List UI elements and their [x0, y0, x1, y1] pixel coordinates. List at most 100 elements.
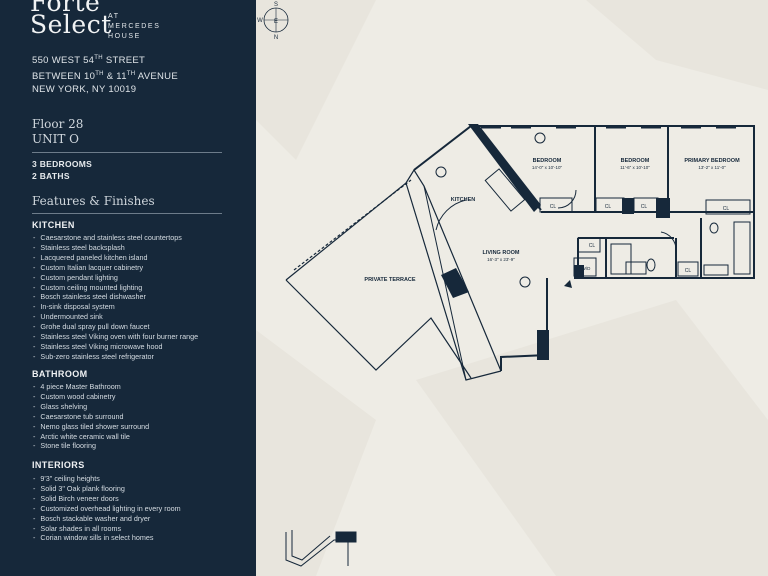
wd-closet — [573, 257, 597, 277]
closet-label: CL — [605, 204, 612, 210]
key-plan-highlight — [335, 531, 357, 543]
washer-dryer-label: W/D — [582, 266, 591, 271]
key-plan-outline — [291, 530, 331, 561]
bedroom2-dims: 11'-6" x 10'-10" — [620, 165, 650, 170]
column — [468, 124, 541, 212]
kitchen-counter — [484, 168, 526, 212]
fixtures — [435, 132, 751, 288]
divider — [32, 152, 222, 153]
entry-marker — [564, 280, 572, 288]
column — [574, 265, 584, 279]
kitchen-title: KITCHEN — [32, 220, 75, 230]
interiors-feature-item: Solar shades in all rooms — [33, 524, 181, 534]
interiors-feature-item: Solid 3" Oak plank flooring — [33, 484, 181, 494]
bathroom-title: BATHROOM — [32, 369, 88, 379]
address-city: NEW YORK, NY 10019 — [32, 84, 137, 96]
key-plan-outline — [285, 532, 349, 567]
kitchen-feature-item: Bosch stainless steel dishwasher — [33, 292, 198, 302]
interiors-feature-item: Customized overhead lighting in every ro… — [33, 504, 180, 514]
closet-label: CL — [685, 268, 692, 274]
address-street: 550 WEST 54TH STREET — [32, 55, 146, 67]
column — [441, 268, 469, 298]
closet-label: CL — [589, 243, 596, 249]
features-title: Features & Finishes — [32, 194, 155, 208]
light-fixture — [534, 132, 546, 144]
bedroom1-label: BEDROOM — [533, 158, 562, 164]
divider — [32, 213, 222, 214]
closet — [539, 197, 573, 213]
shower — [610, 243, 632, 275]
brand-logo: Forte Select AT MERCEDES HOUSE — [30, 0, 159, 40]
vanity — [703, 264, 729, 276]
closet-label: CL — [723, 206, 730, 212]
bathroom-feature-item: Glass shelving — [33, 402, 149, 412]
bathroom-feature-item: Arctic white ceramic wall tile — [33, 432, 149, 442]
floor-label: Floor 28 — [32, 117, 84, 131]
closet — [577, 237, 601, 253]
door-swing — [435, 199, 467, 231]
closet — [705, 199, 751, 215]
terrace-edge — [405, 168, 502, 372]
bathroom-feature-item: Stone tile flooring — [33, 441, 149, 451]
column — [656, 198, 670, 218]
kitchen-feature-item: In-sink disposal system — [33, 302, 198, 312]
bathroom-feature-item: 4 piece Master Bathroom — [33, 382, 149, 392]
window-wall — [423, 185, 467, 381]
compass-west: W — [257, 18, 263, 24]
door-swing — [660, 231, 677, 251]
address-between: BETWEEN 10TH & 11TH AVENUE — [32, 70, 178, 82]
primary-bedroom-dims: 13'-2" x 11'-0" — [698, 165, 726, 170]
bed-bath-summary: 3 BEDROOMS 2 BATHS — [32, 158, 92, 182]
wall — [500, 278, 548, 371]
compass-north: S — [274, 2, 278, 8]
closet — [595, 197, 625, 213]
closet — [677, 261, 699, 277]
interiors-feature-item: Corian window sills in select homes — [33, 533, 181, 543]
interiors-title: INTERIORS — [32, 460, 85, 470]
interiors-feature-item: Bosch stackable washer and dryer — [33, 514, 181, 524]
brand-tagline: AT MERCEDES HOUSE — [108, 13, 161, 40]
compass-south: N — [274, 35, 278, 40]
kitchen-list: Caesarstone and stainless steel countert… — [33, 233, 198, 362]
kitchen-feature-item: Sub-zero stainless steel refrigerator — [33, 352, 198, 362]
bedroom2-label: BEDROOM — [621, 158, 650, 164]
bedroom-count: 3 BEDROOMS — [32, 159, 93, 169]
interiors-feature-item: 9'3" ceiling heights — [33, 474, 181, 484]
kitchen-feature-item: Undermounted sink — [33, 312, 198, 322]
background-pattern — [256, 0, 768, 576]
brand-name: Forte Select — [30, 0, 112, 39]
living-room-dims: 16'-3" x 23'-9" — [487, 257, 515, 262]
toilet — [646, 258, 656, 272]
closet — [633, 197, 659, 213]
compass-east: E — [274, 19, 278, 25]
kitchen-feature-item: Caesarstone and stainless steel countert… — [33, 233, 198, 243]
kitchen-feature-item: Stainless steel backsplash — [33, 243, 198, 253]
vanity — [625, 261, 647, 275]
column — [622, 198, 634, 214]
sidebar: Forte Select AT MERCEDES HOUSE 550 WEST … — [0, 0, 256, 576]
closet-label: CL — [550, 204, 557, 210]
kitchen-feature-item: Stainless steel Viking microwave hood — [33, 342, 198, 352]
terrace-label: PRIVATE TERRACE — [364, 277, 415, 283]
kitchen-feature-item: Custom ceiling mounted lighting — [33, 283, 198, 293]
bg-shape — [256, 330, 376, 576]
unit-heading: Floor 28 UNIT O — [32, 117, 83, 147]
kitchen-feature-item: Lacquered paneled kitchen island — [33, 253, 198, 263]
bathroom-list: 4 piece Master BathroomCustom wood cabin… — [33, 382, 149, 451]
kitchen-feature-item: Grohe dual spray pull down faucet — [33, 322, 198, 332]
toilet — [709, 222, 719, 234]
kitchen-label: KITCHEN — [451, 197, 475, 203]
compass: S W E N — [257, 2, 289, 40]
column — [537, 330, 549, 360]
closet-label: CL — [641, 204, 648, 210]
terrace-edge — [285, 181, 502, 381]
kitchen-feature-item: Custom pendant lighting — [33, 273, 198, 283]
door-swing — [557, 189, 577, 209]
bg-shape — [416, 300, 768, 576]
floor-plan-drawing: BEDROOM 14'-0" x 10'-10" BEDROOM 11'-6" … — [256, 0, 768, 576]
bathtub — [733, 221, 751, 275]
bathroom-feature-item: Nemo glass tiled shower surround — [33, 422, 149, 432]
bath-count: 2 BATHS — [32, 171, 70, 181]
kitchen-feature-item: Custom Italian lacquer cabinetry — [33, 263, 198, 273]
bg-shape — [256, 0, 376, 160]
